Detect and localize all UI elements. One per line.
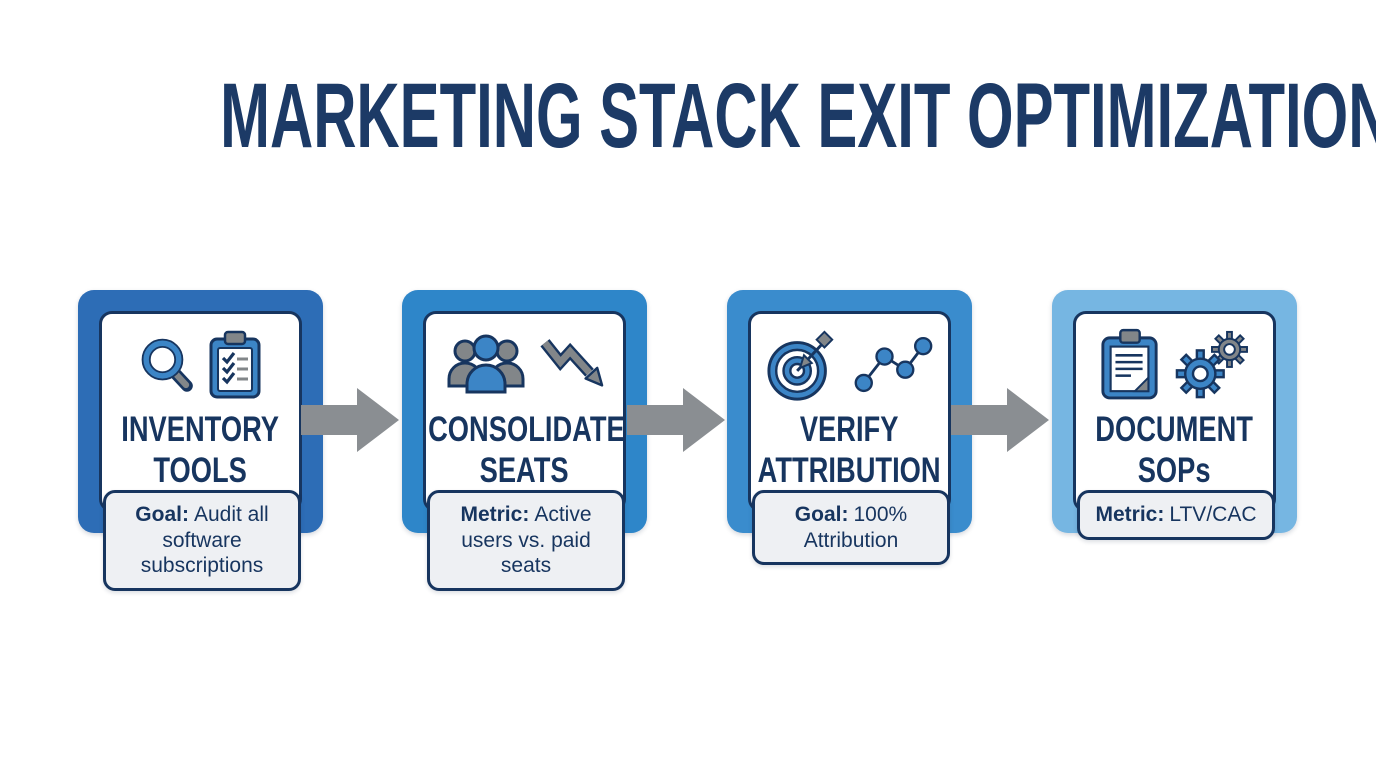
note-value: Audit all software subscriptions (140, 503, 269, 578)
step-card: DOCUMENT SOPs (1073, 311, 1276, 512)
step-consolidate-seats: CONSOLIDATE SEATS Metric:Active users vs… (402, 290, 647, 591)
step-document-sops: DOCUMENT SOPs Metric:LTV/CAC (1052, 290, 1297, 590)
icon-row (442, 322, 608, 408)
target-icon (766, 330, 834, 401)
step-frame: CONSOLIDATE SEATS (402, 290, 647, 533)
note-value: LTV/CAC (1169, 503, 1257, 526)
step-frame: INVENTORY TOOLS (78, 290, 323, 533)
flow-arrow-icon (627, 388, 725, 452)
step-note: Metric:LTV/CAC (1077, 490, 1275, 540)
flow-arrow-icon (951, 388, 1049, 452)
note-value: 100% Attribution (803, 503, 908, 552)
step-title: INVENTORY TOOLS (121, 410, 280, 490)
declining-trend-icon (539, 339, 603, 387)
team-icon (447, 334, 524, 394)
step-card: INVENTORY TOOLS (99, 311, 302, 512)
icon-row (1099, 322, 1251, 408)
step-note: Goal:100% Attribution (752, 490, 950, 566)
flow-arrow-icon (301, 388, 399, 452)
step-title: CONSOLIDATE SEATS (428, 410, 626, 490)
step-card: CONSOLIDATE SEATS (423, 311, 626, 512)
line-chart-icon (854, 336, 932, 393)
document-clipboard-icon (1100, 328, 1158, 400)
icon-row (138, 322, 264, 408)
note-value: Active users vs. paid seats (461, 503, 592, 578)
magnifier-icon (141, 338, 193, 392)
note-label: Goal: (135, 503, 189, 526)
page-title: MARKETING STACK EXIT OPTIMIZATION (220, 64, 1376, 167)
step-inventory-tools: INVENTORY TOOLS Goal:Audit all software … (78, 290, 323, 591)
step-title: DOCUMENT SOPs (1095, 410, 1254, 490)
note-label: Goal: (794, 503, 849, 526)
step-card: VERIFY ATTRIBUTION (748, 311, 951, 512)
step-verify-attribution: VERIFY ATTRIBUTION Goal:100% Attribution (727, 290, 972, 590)
step-note: Goal:Audit all software subscriptions (103, 490, 301, 591)
note-label: Metric: (1095, 503, 1165, 526)
icon-row (765, 322, 935, 408)
gears-icon (1175, 330, 1248, 399)
note-label: Metric: (460, 503, 530, 526)
step-note: Metric:Active users vs. paid seats (427, 490, 625, 591)
step-title: VERIFY ATTRIBUTION (758, 410, 941, 490)
checklist-clipboard-icon (209, 330, 260, 399)
